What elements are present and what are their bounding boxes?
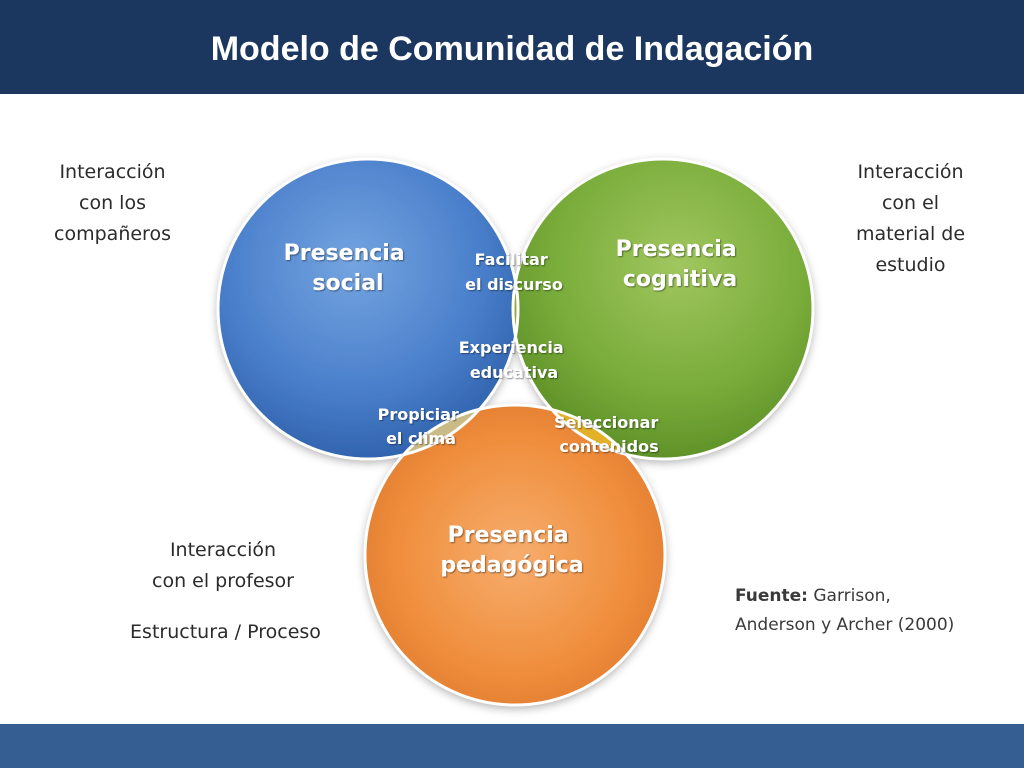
label-facilitar: Facilitar el discurso <box>465 250 563 294</box>
footer-bar <box>0 724 1024 768</box>
source-text-1: Garrison, <box>807 586 891 606</box>
label-experiencia: Experiencia educativa <box>459 338 570 382</box>
title-bar: Modelo de Comunidad de Indagación <box>0 0 1024 94</box>
circle-cognitive <box>513 159 813 459</box>
label-cognitive: Presencia cognitiva <box>616 237 745 292</box>
outline-social <box>216 157 520 461</box>
label-teaching: Presencia pedagógica <box>440 523 583 578</box>
note-peers: Interacción con los compañeros <box>54 161 171 245</box>
outline-teaching <box>363 403 667 707</box>
note-structure: Estructura / Proceso <box>130 621 321 643</box>
source-citation: Fuente: Garrison, Anderson y Archer (200… <box>735 582 995 640</box>
label-social: Presencia social <box>284 241 413 296</box>
label-propiciar: Propiciar el clima <box>378 405 465 448</box>
note-material: Interacción con el material de estudio <box>855 161 966 276</box>
source-label: Fuente: <box>735 586 808 606</box>
circle-social <box>218 159 518 459</box>
label-seleccionar: Seleccionar contenidos <box>554 413 664 456</box>
source-text-2: Anderson y Archer (2000) <box>735 615 955 635</box>
page-title: Modelo de Comunidad de Indagación <box>210 29 814 68</box>
outline-cognitive <box>511 157 815 461</box>
note-teacher: Interacción con el profesor <box>152 539 294 592</box>
circle-teaching <box>365 405 665 705</box>
